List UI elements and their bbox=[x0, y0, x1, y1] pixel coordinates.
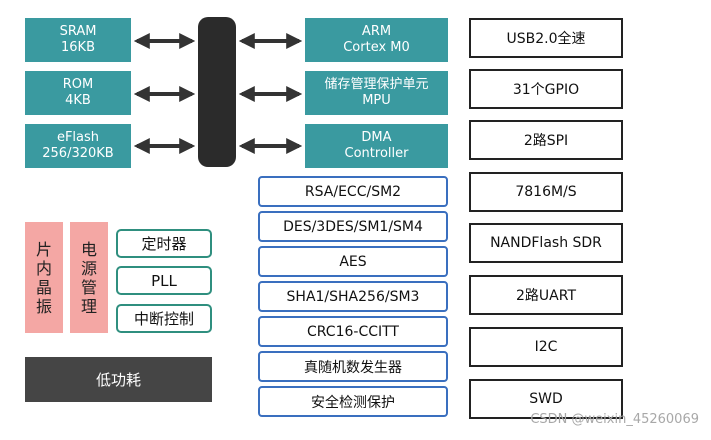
power-management-label: 电源管理 bbox=[80, 239, 97, 316]
security-block: DES/3DES/SM1/SM4 bbox=[258, 211, 448, 242]
pll-block: PLL bbox=[116, 266, 212, 295]
dma-block: DMA Controller bbox=[305, 124, 448, 168]
security-block: SHA1/SHA256/SM3 bbox=[258, 281, 448, 312]
arm-cortex-block: ARM Cortex M0 bbox=[305, 18, 448, 62]
peripheral-7816: 7816M/S bbox=[469, 172, 623, 212]
security-block: 安全检测保护 bbox=[258, 386, 448, 417]
security-block: AES bbox=[258, 246, 448, 277]
security-block: 真随机数发生器 bbox=[258, 351, 448, 382]
peripheral-usb: USB2.0全速 bbox=[469, 18, 623, 58]
peripheral-i2c: I2C bbox=[469, 327, 623, 367]
peripheral-uart: 2路UART bbox=[469, 275, 623, 315]
peripheral-nandflash: NANDFlash SDR bbox=[469, 223, 623, 263]
eflash-block: eFlash 256/320KB bbox=[25, 124, 131, 168]
watermark: CSDN @weixin_45260069 bbox=[530, 412, 699, 427]
low-power-block: 低功耗 bbox=[25, 357, 212, 402]
crystal-oscillator-block: 片内晶振 bbox=[25, 222, 63, 333]
power-management-block: 电源管理 bbox=[70, 222, 108, 333]
rom-block: ROM 4KB bbox=[25, 71, 131, 115]
system-bus bbox=[198, 17, 236, 167]
timer-block: 定时器 bbox=[116, 229, 212, 258]
peripheral-spi: 2路SPI bbox=[469, 120, 623, 160]
peripheral-swd: SWD bbox=[469, 379, 623, 419]
mpu-block: 储存管理保护单元 MPU bbox=[305, 71, 448, 115]
interrupt-control-block: 中断控制 bbox=[116, 304, 212, 333]
security-block: RSA/ECC/SM2 bbox=[258, 176, 448, 207]
security-block: CRC16-CCITT bbox=[258, 316, 448, 347]
peripheral-gpio: 31个GPIO bbox=[469, 69, 623, 109]
crystal-oscillator-label: 片内晶振 bbox=[35, 239, 52, 316]
sram-block: SRAM 16KB bbox=[25, 18, 131, 62]
